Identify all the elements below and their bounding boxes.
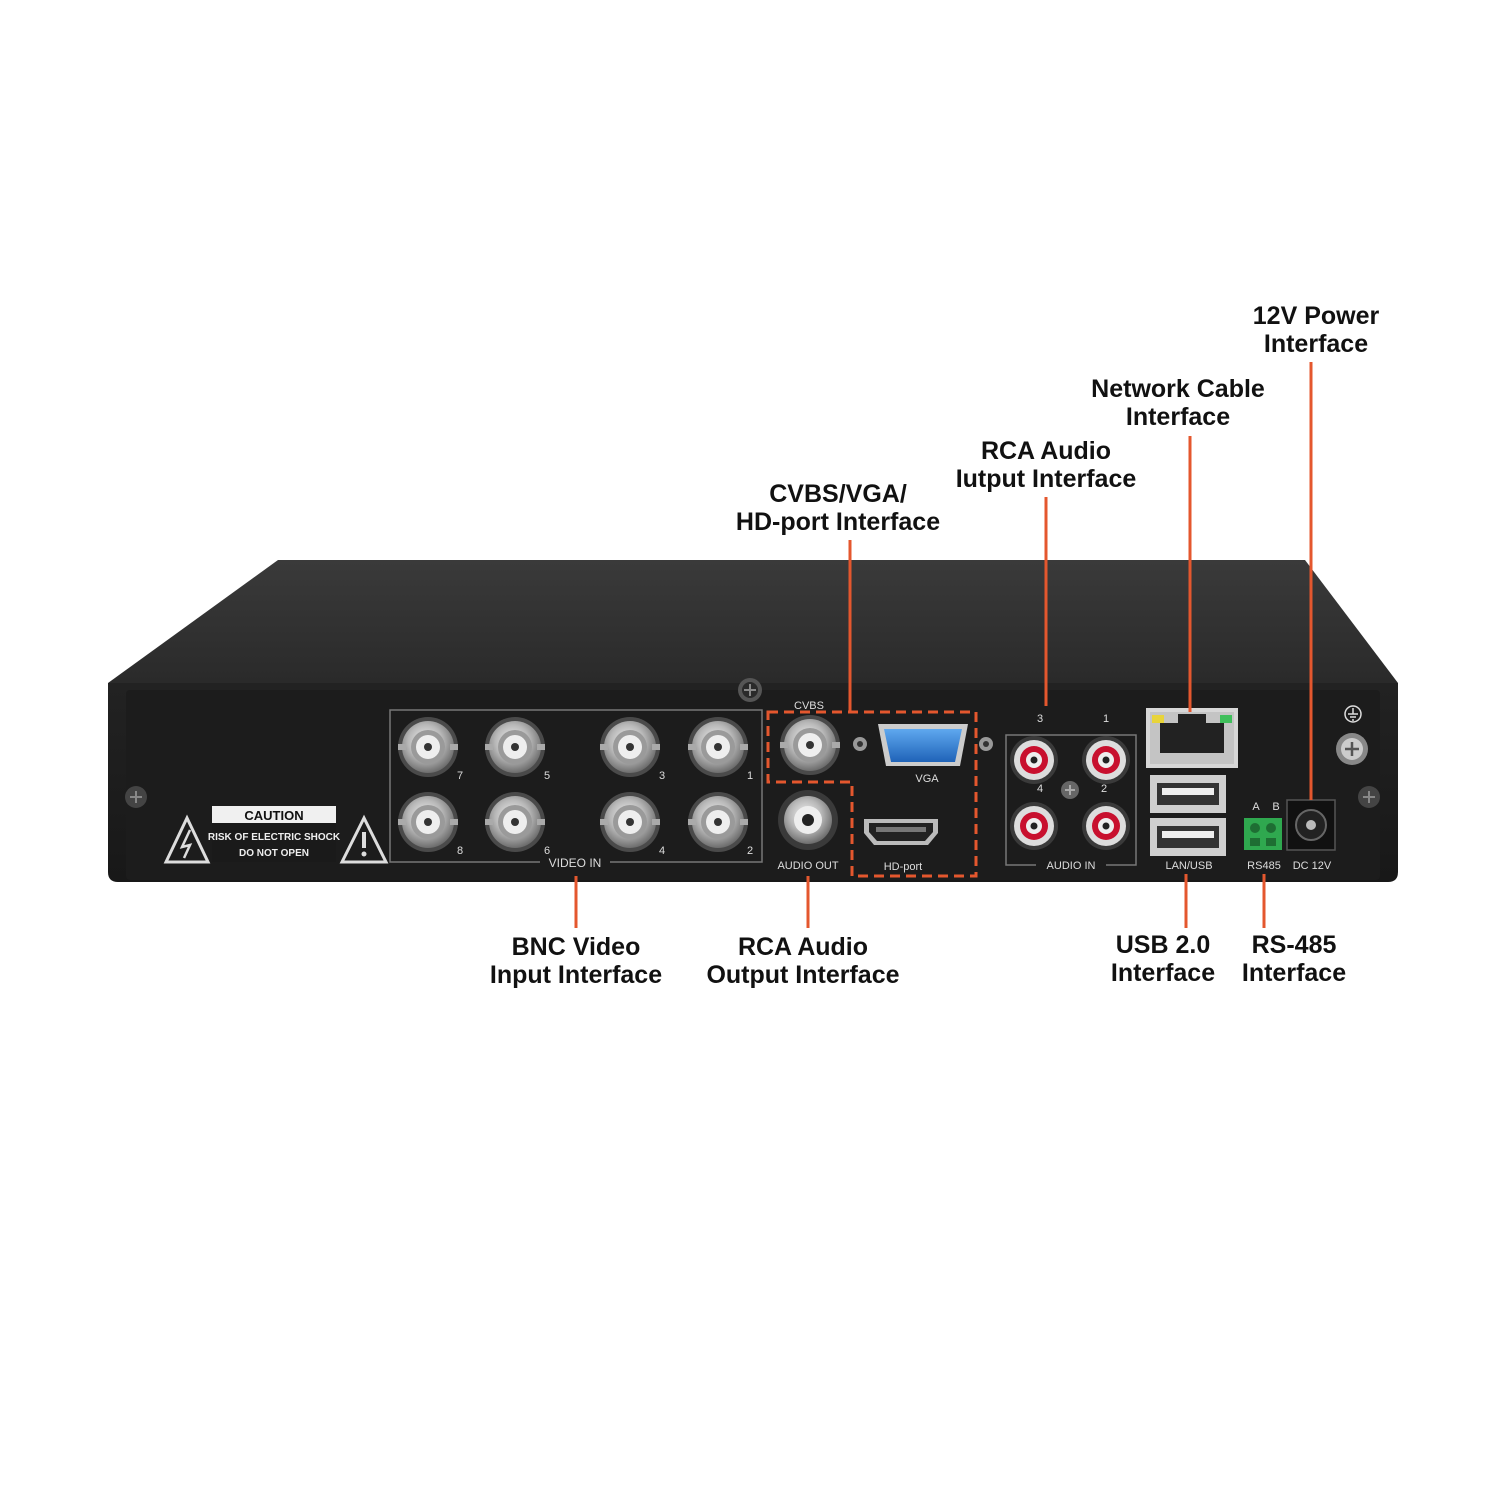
bnc-number-label: 2 bbox=[747, 845, 753, 857]
callout-power-line1: 12V Power bbox=[1252, 302, 1380, 330]
caution-line-2: DO NOT OPEN bbox=[239, 848, 309, 859]
callout-rca-in-line2: Iutput Interface bbox=[955, 465, 1137, 493]
callout-rca-in-line1: RCA Audio bbox=[980, 437, 1112, 465]
top-screw bbox=[738, 678, 762, 702]
cvbs-bnc-connector[interactable] bbox=[780, 715, 840, 775]
callout-network-line2: Interface bbox=[1125, 403, 1231, 431]
cvbs-label: CVBS bbox=[794, 700, 824, 712]
callout-usb-line1: USB 2.0 bbox=[1115, 931, 1211, 959]
rca-audio-in-4[interactable] bbox=[1010, 802, 1058, 850]
bnc-number-label: 7 bbox=[457, 770, 463, 782]
callout-network-line1: Network Cable bbox=[1091, 375, 1265, 403]
bnc-number-label: 6 bbox=[544, 845, 550, 857]
electric-shock-warning-icon bbox=[163, 814, 211, 864]
audio-out-jack[interactable] bbox=[778, 790, 838, 850]
left-screw bbox=[125, 786, 147, 808]
callout-power-line2: Interface bbox=[1263, 330, 1369, 358]
bnc-video-in-6[interactable] bbox=[485, 792, 545, 852]
bnc-video-in-2[interactable] bbox=[688, 792, 748, 852]
rca-audio-in-1[interactable] bbox=[1082, 736, 1130, 784]
bnc-number-label: 8 bbox=[457, 845, 463, 857]
bnc-number-label: 4 bbox=[659, 845, 665, 857]
lan-usb-label: LAN/USB bbox=[1165, 860, 1212, 872]
video-output-highlight bbox=[766, 710, 978, 878]
ground-screw bbox=[1336, 733, 1368, 765]
rs485-terminal[interactable] bbox=[1244, 818, 1282, 850]
bnc-number-label: 1 bbox=[747, 770, 753, 782]
bnc-video-in-4[interactable] bbox=[600, 792, 660, 852]
rca-audio-in-jacks: 3 1 4 2 bbox=[1010, 713, 1130, 850]
rca-number-label: 1 bbox=[1103, 713, 1109, 725]
vga-label: VGA bbox=[915, 773, 939, 785]
callout-rca-in: RCA Audio Iutput Interface bbox=[946, 437, 1146, 493]
callout-video-out: CVBS/VGA/ HD-port Interface bbox=[728, 480, 948, 536]
caution-title: CAUTION bbox=[244, 808, 303, 823]
video-in-label: VIDEO IN bbox=[549, 856, 602, 870]
cvbs-bnc[interactable] bbox=[780, 715, 840, 775]
callout-video-out-line2: HD-port Interface bbox=[735, 508, 941, 536]
callout-rs485-line1: RS-485 bbox=[1251, 931, 1337, 959]
callout-power: 12V Power Interface bbox=[1236, 302, 1396, 358]
exclamation-warning-icon bbox=[339, 814, 389, 864]
callout-video-out-line1: CVBS/VGA/ bbox=[769, 480, 907, 508]
dc-power-jack[interactable] bbox=[1286, 799, 1336, 851]
ethernet-port[interactable] bbox=[1146, 708, 1238, 768]
bnc-connectors: 7 5 3 1 8 6 4 2 bbox=[398, 717, 753, 857]
audio-in-label: AUDIO IN bbox=[1047, 860, 1096, 872]
rs485-label: RS485 bbox=[1247, 860, 1281, 872]
bnc-video-in-7[interactable] bbox=[398, 717, 458, 777]
callout-bnc-line1: BNC Video bbox=[511, 933, 641, 961]
audio-out-label: AUDIO OUT bbox=[777, 860, 838, 872]
callout-bnc-line2: Input Interface bbox=[489, 961, 663, 989]
bnc-number-label: 5 bbox=[544, 770, 550, 782]
hd-port-connector[interactable] bbox=[864, 819, 938, 845]
callout-usb: USB 2.0 Interface bbox=[1098, 931, 1228, 987]
bnc-video-in-8[interactable] bbox=[398, 792, 458, 852]
dc12v-label: DC 12V bbox=[1293, 860, 1332, 872]
caution-line-1: RISK OF ELECTRIC SHOCK bbox=[208, 832, 341, 843]
callout-rs485-line2: Interface bbox=[1241, 959, 1347, 987]
bnc-video-in-1[interactable] bbox=[688, 717, 748, 777]
callout-rca-out-line2: Output Interface bbox=[706, 961, 900, 989]
callout-usb-line2: Interface bbox=[1110, 959, 1216, 987]
bnc-video-in-5[interactable] bbox=[485, 717, 545, 777]
callout-lines bbox=[574, 362, 1313, 928]
rca-audio-in-3[interactable] bbox=[1010, 736, 1058, 784]
bnc-video-in-3[interactable] bbox=[600, 717, 660, 777]
chassis-top bbox=[108, 560, 1398, 683]
rca-number-label: 2 bbox=[1101, 783, 1107, 795]
bnc-number-label: 3 bbox=[659, 770, 665, 782]
callout-network: Network Cable Interface bbox=[1078, 375, 1278, 431]
rca-number-label: 3 bbox=[1037, 713, 1043, 725]
usb-port-1[interactable] bbox=[1150, 775, 1226, 813]
rca-number-label: 4 bbox=[1037, 783, 1043, 795]
callout-bnc: BNC Video Input Interface bbox=[476, 933, 676, 989]
rs485-a-label: A bbox=[1252, 801, 1260, 813]
rca-center-screw bbox=[1061, 781, 1079, 799]
rs485-b-label: B bbox=[1272, 801, 1279, 813]
callout-rca-out-line1: RCA Audio bbox=[737, 933, 869, 961]
vga-port[interactable] bbox=[853, 724, 993, 766]
usb-port-2[interactable] bbox=[1150, 818, 1226, 856]
ground-icon bbox=[1344, 705, 1362, 723]
hd-port-label: HD-port bbox=[884, 861, 923, 873]
right-screw bbox=[1358, 786, 1380, 808]
rca-audio-in-2[interactable] bbox=[1082, 802, 1130, 850]
callout-rca-out: RCA Audio Output Interface bbox=[698, 933, 908, 989]
callout-rs485: RS-485 Interface bbox=[1234, 931, 1354, 987]
